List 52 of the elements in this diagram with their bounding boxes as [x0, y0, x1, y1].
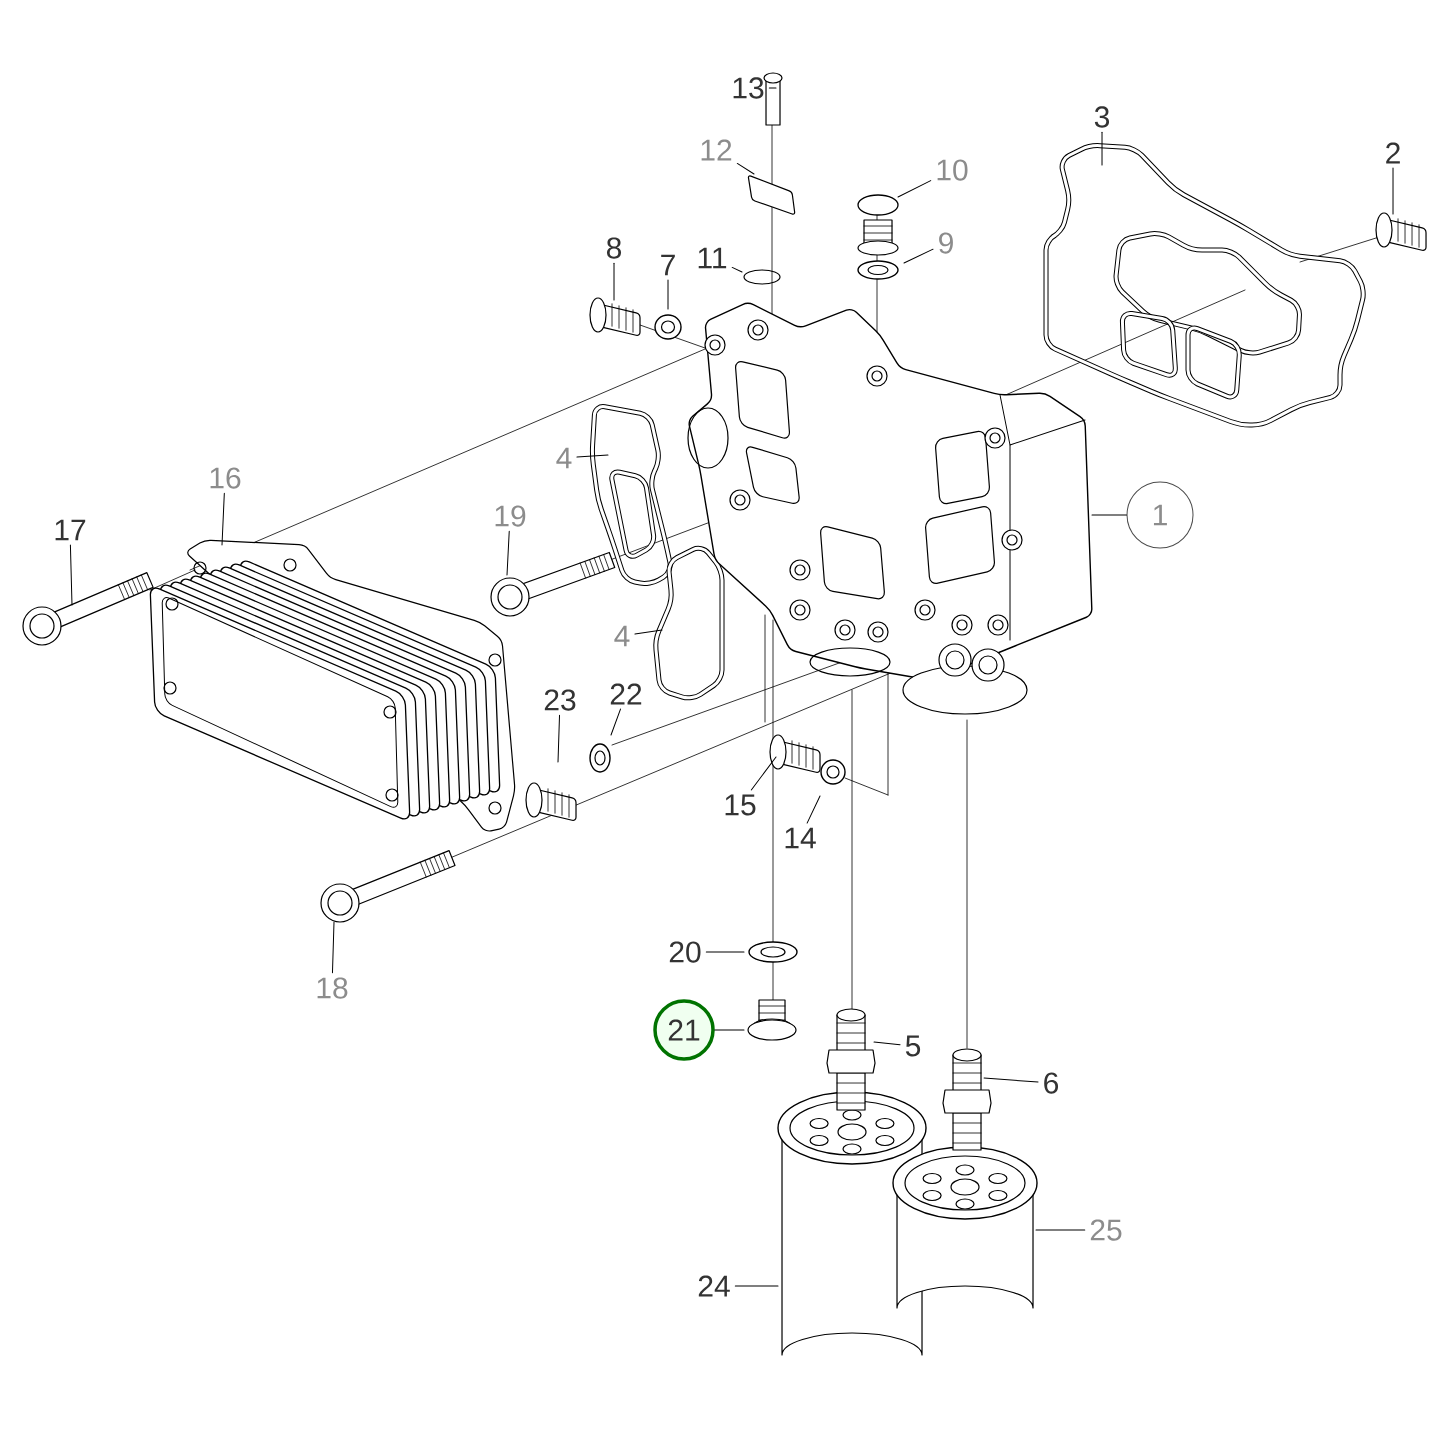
callout-number: 7	[661, 254, 675, 276]
leader-line	[331, 921, 335, 974]
leader-line	[806, 795, 821, 824]
callout-number: 9	[939, 232, 953, 254]
callout-number: 21	[653, 999, 715, 1061]
leader-line	[983, 1077, 1039, 1083]
callout-number: 22	[610, 683, 642, 705]
callout-number: 24	[698, 1275, 730, 1297]
callout-number: 12	[701, 139, 732, 161]
leader-line	[903, 248, 934, 264]
callout-number: 11	[698, 247, 727, 269]
callout-number: 25	[1090, 1219, 1122, 1241]
callout-number: 5	[905, 1035, 921, 1057]
callout-number: 6	[1044, 1072, 1059, 1094]
callout-number: 10	[937, 159, 968, 181]
callout-number: 2	[1386, 142, 1400, 164]
leader-line	[705, 951, 745, 953]
leader-line	[1392, 167, 1394, 215]
leader-line	[610, 708, 621, 736]
callout-number: 4	[614, 625, 630, 647]
leader-line	[873, 1041, 901, 1046]
leader-line	[506, 530, 510, 576]
leader-line	[576, 454, 609, 458]
leader-line	[1101, 131, 1103, 166]
leader-line	[750, 756, 777, 791]
callout-number: 4	[556, 447, 572, 469]
callout-number: 19	[495, 505, 526, 527]
leader-line	[221, 492, 225, 546]
callout-number: 3	[1094, 106, 1110, 128]
leader-line	[897, 180, 932, 198]
leader-line	[667, 279, 669, 310]
callout-number: 17	[55, 519, 86, 541]
leader-line	[1035, 1229, 1086, 1231]
leader-line	[731, 266, 743, 273]
callout-number: 16	[210, 467, 241, 489]
callout-number: 1	[1126, 481, 1194, 549]
leader-line	[736, 162, 755, 175]
leader-line	[613, 262, 615, 301]
callout-number: 8	[606, 237, 622, 259]
leader-line	[1091, 514, 1127, 516]
callout-number: 23	[544, 689, 576, 711]
leader-line	[634, 629, 663, 635]
leader-line	[768, 87, 777, 89]
leader-line	[714, 1029, 745, 1031]
callout-number: 18	[317, 977, 348, 999]
leader-line	[69, 544, 73, 606]
leader-line	[734, 1285, 779, 1287]
leader-line	[557, 714, 560, 763]
callout-number: 14	[785, 827, 816, 849]
callout-number: 13	[733, 77, 764, 99]
callout-number: 20	[669, 941, 701, 963]
callout-number: 15	[725, 794, 756, 816]
